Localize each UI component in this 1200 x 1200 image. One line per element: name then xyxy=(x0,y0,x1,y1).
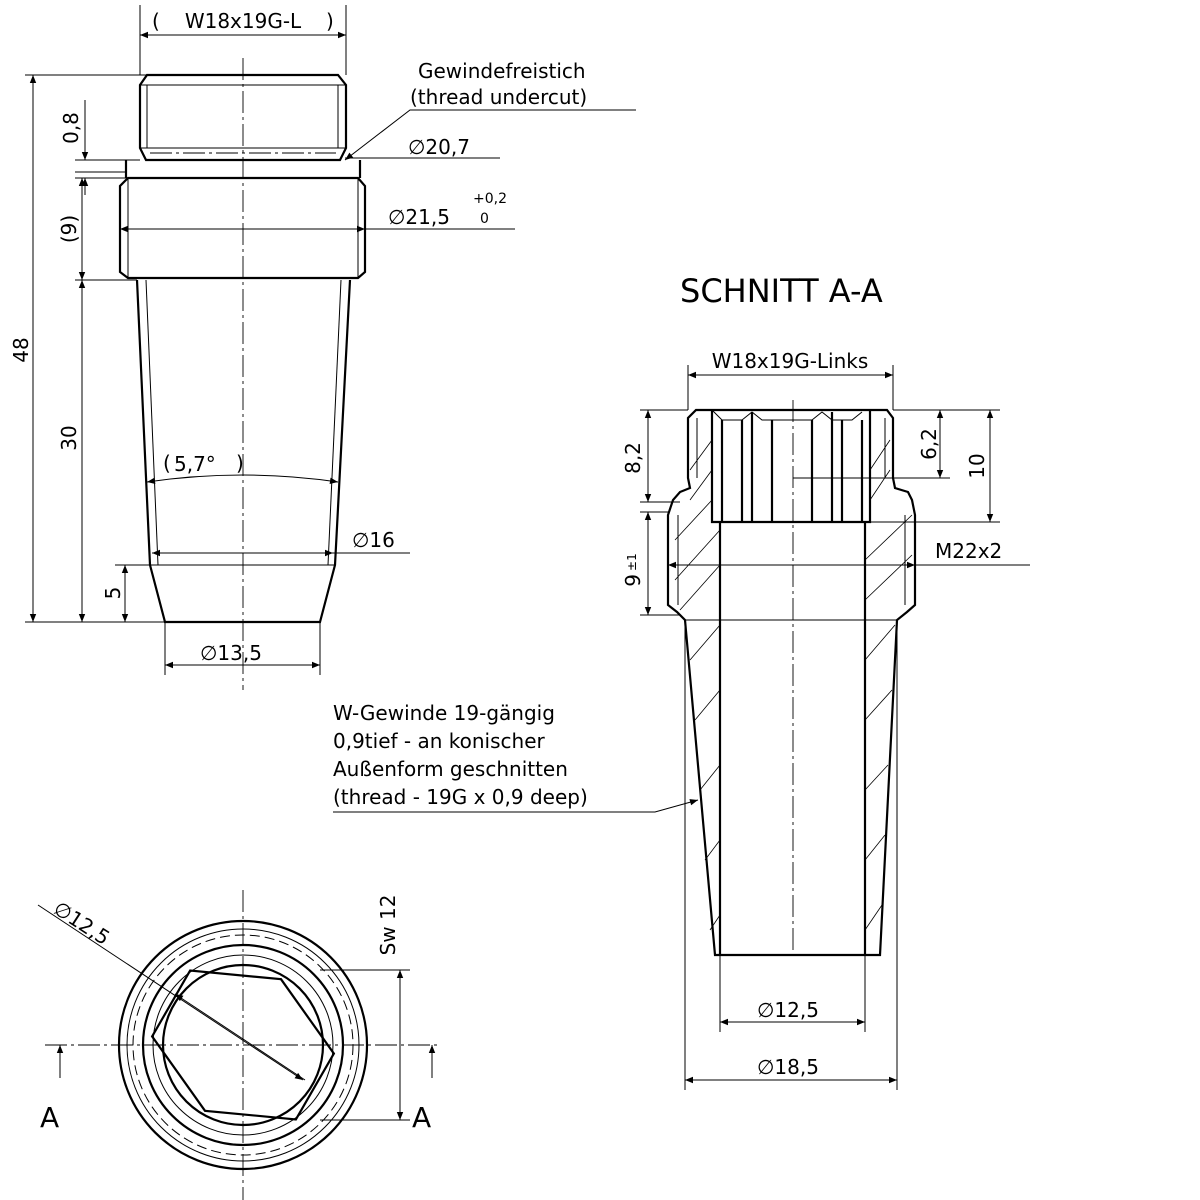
dim-collar-height: (9) xyxy=(57,215,81,243)
dia-undercut: ∅20,7 xyxy=(408,135,470,159)
section-title: SCHNITT A-A xyxy=(680,272,883,310)
side-view: W18x19G-L () Gewindefreistich (thread un… xyxy=(9,5,636,690)
tol-lower: 0 xyxy=(480,211,489,227)
svg-text:W-Gewinde 19-gängig: W-Gewinde 19-gängig xyxy=(333,701,555,725)
dim-undercut-width: 0,8 xyxy=(59,112,83,144)
dia-collar: ∅21,5 xyxy=(388,205,450,229)
dim-taper-angle: 5,7° xyxy=(174,452,216,476)
thread-note: W-Gewinde 19-gängig 0,9tief - an konisch… xyxy=(333,701,588,809)
section-view: SCHNITT A-A W18x19G-Link xyxy=(333,272,1030,1090)
section-outline xyxy=(666,408,917,957)
top-view: ∅12,5 Sw 12 A A xyxy=(37,890,440,1200)
svg-text:0,9tief - an konischer: 0,9tief - an konischer xyxy=(333,729,546,753)
thread-label: W18x19G-L xyxy=(185,9,302,33)
svg-text:(: ( xyxy=(152,9,160,33)
dim-upper: 8,2 xyxy=(621,442,645,474)
tol-upper: +0,2 xyxy=(473,191,507,207)
sw-label: Sw 12 xyxy=(376,895,400,956)
svg-text:Außenform geschnitten: Außenform geschnitten xyxy=(333,757,568,781)
undercut-label-en: (thread undercut) xyxy=(410,85,587,109)
section-mark-left: A xyxy=(40,1101,59,1134)
dia-body: ∅16 xyxy=(352,528,395,552)
section-mark-right: A xyxy=(412,1101,431,1134)
part-outline xyxy=(138,73,348,162)
undercut-label-de: Gewindefreistich xyxy=(418,59,586,83)
dia-tip: ∅13,5 xyxy=(200,641,262,665)
hex-socket xyxy=(150,969,336,1121)
thread-ext: M22x2 xyxy=(935,539,1002,563)
dim-depth: 10 xyxy=(965,453,989,478)
section-thread-label: W18x19G-Links xyxy=(712,349,869,373)
dim-collar: 9±1 xyxy=(621,553,645,586)
dia-outer: ∅18,5 xyxy=(757,1055,819,1079)
top-dia-label: ∅12,5 xyxy=(49,896,114,950)
svg-text:): ) xyxy=(236,451,244,475)
svg-text:(: ( xyxy=(163,451,171,475)
dim-hex-depth: 6,2 xyxy=(917,428,941,460)
svg-text:): ) xyxy=(326,9,334,33)
dim-total: 48 xyxy=(9,337,33,362)
dim-tip: 5 xyxy=(101,587,125,600)
svg-text:(thread - 19G x 0,9 deep): (thread - 19G x 0,9 deep) xyxy=(333,785,588,809)
dim-body: 30 xyxy=(57,425,81,450)
dia-bore: ∅12,5 xyxy=(757,998,819,1022)
